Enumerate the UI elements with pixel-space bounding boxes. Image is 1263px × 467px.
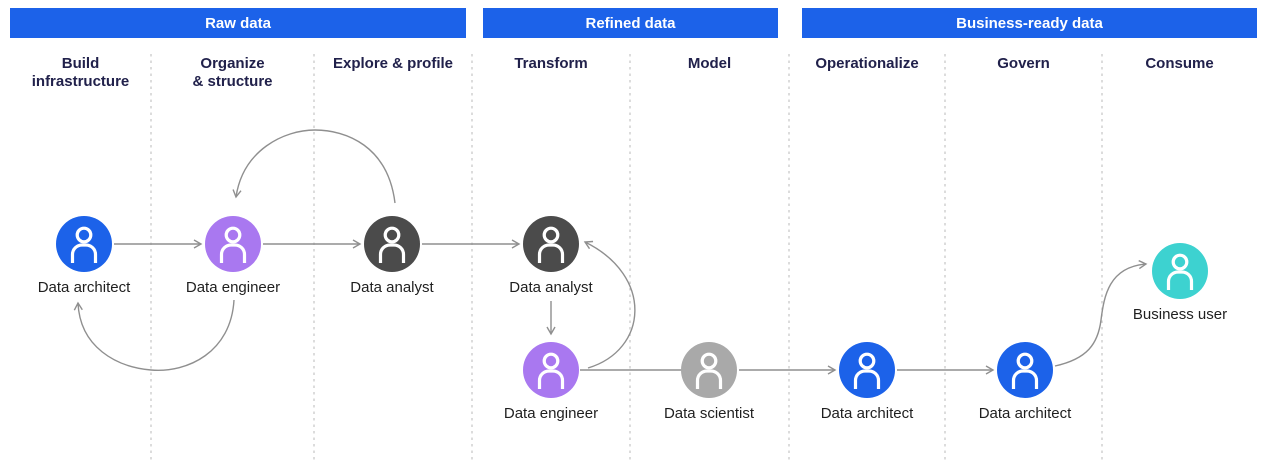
arrow-architect-to-business-user <box>1054 259 1148 367</box>
persona-avatar <box>997 342 1053 398</box>
arrow-analyst-back-to-engineer-loop <box>232 129 396 204</box>
column-header-build-infrastructure: Build infrastructure <box>31 55 130 90</box>
stage-bar-business-ready-data: Business-ready data <box>802 8 1257 38</box>
persona-data-analyst-explore: Data analyst <box>332 216 452 296</box>
persona-label: Data scientist <box>663 405 755 422</box>
persona-label: Business user <box>1132 306 1228 323</box>
stage-bar-label: Refined data <box>585 14 676 32</box>
person-icon <box>70 226 98 263</box>
persona-data-engineer-transform: Data engineer <box>491 342 611 422</box>
persona-avatar <box>681 342 737 398</box>
person-icon <box>1011 352 1039 389</box>
persona-avatar <box>523 342 579 398</box>
persona-label: Data engineer <box>185 279 281 296</box>
stage-bar-refined-data: Refined data <box>483 8 778 38</box>
person-icon <box>378 226 406 263</box>
persona-label: Data architect <box>978 405 1072 422</box>
persona-avatar <box>523 216 579 272</box>
person-icon <box>219 226 247 263</box>
person-icon <box>853 352 881 389</box>
stage-bar-raw-data: Raw data <box>10 8 466 38</box>
person-icon <box>537 352 565 389</box>
persona-avatar <box>839 342 895 398</box>
column-header-explore-profile: Explore & profile <box>332 55 454 72</box>
persona-label: Data analyst <box>350 279 434 296</box>
persona-label: Data analyst <box>509 279 593 296</box>
persona-data-analyst-transform: Data analyst <box>491 216 611 296</box>
persona-data-architect-operationalize: Data architect <box>807 342 927 422</box>
column-header-transform: Transform <box>514 55 588 72</box>
stage-bar-label: Business-ready data <box>956 14 1103 32</box>
persona-data-engineer-organize: Data engineer <box>173 216 293 296</box>
persona-data-architect-govern: Data architect <box>965 342 1085 422</box>
column-header-consume: Consume <box>1145 55 1214 72</box>
column-header-operationalize: Operationalize <box>815 55 919 72</box>
persona-avatar <box>205 216 261 272</box>
column-header-model: Model <box>687 55 732 72</box>
persona-label: Data engineer <box>503 405 599 422</box>
arrow-engineer-back-to-architect-loop <box>73 299 235 371</box>
arrow-engineer-back-to-analyst-loop <box>583 240 636 369</box>
persona-business-user-consume: Business user <box>1120 243 1240 323</box>
persona-label: Data architect <box>820 405 914 422</box>
column-header-organize-structure: Organize & structure <box>192 55 273 90</box>
persona-avatar <box>364 216 420 272</box>
stage-bar-label: Raw data <box>205 14 271 32</box>
person-icon <box>537 226 565 263</box>
column-separators <box>150 54 1103 461</box>
flow-arrows <box>73 129 1148 375</box>
persona-label: Data architect <box>37 279 131 296</box>
person-icon <box>1166 253 1194 290</box>
column-header-govern: Govern <box>997 55 1050 72</box>
persona-avatar <box>56 216 112 272</box>
persona-data-scientist-model: Data scientist <box>649 342 769 422</box>
person-icon <box>695 352 723 389</box>
persona-data-architect-build: Data architect <box>24 216 144 296</box>
persona-avatar <box>1152 243 1208 299</box>
